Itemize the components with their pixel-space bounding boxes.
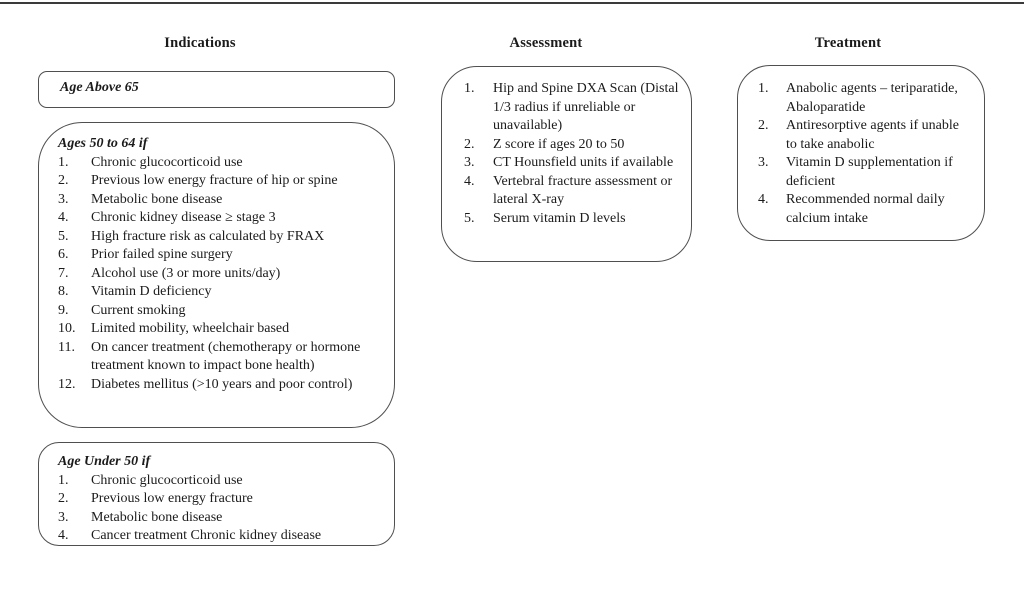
list-item: Chronic glucocorticoid use: [58, 154, 243, 172]
list-item: Cancer treatment Chronic kidney disease: [58, 527, 322, 545]
list-item: Antiresorptive agents if unable to take …: [758, 117, 960, 152]
box-treatment: Anabolic agents – teriparatide, Abalopar…: [737, 65, 985, 241]
list-item: Serum vitamin D levels: [464, 210, 626, 228]
list-item: Previous low energy fracture of hip or s…: [58, 172, 338, 190]
list-item: Vitamin D deficiency: [58, 283, 212, 301]
box-age-under-50: Age Under 50 if Chronic glucocorticoid u…: [38, 442, 395, 546]
box-title-age-under-50: Age Under 50 if: [58, 454, 151, 469]
list-item: Diabetes mellitus (>10 years and poor co…: [58, 376, 353, 394]
list-item: Chronic glucocorticoid use: [58, 472, 243, 490]
assessment-steps-list: Hip and Spine DXA Scan (Distal 1/3 radiu…: [464, 80, 685, 228]
box-ages-50-to-64: Ages 50 to 64 if Chronic glucocorticoid …: [38, 122, 395, 428]
top-border-rule: [0, 2, 1024, 5]
list-item: Z score if ages 20 to 50: [464, 136, 625, 154]
list-item: On cancer treatment (chemotherapy or hor…: [58, 339, 361, 374]
list-item: Anabolic agents – teriparatide, Abalopar…: [758, 80, 958, 115]
list-item: Current smoking: [58, 302, 186, 320]
box-title-age-above-65: Age Above 65: [60, 80, 139, 95]
column-header-assessment: Assessment: [509, 35, 583, 51]
box-assessment: Hip and Spine DXA Scan (Distal 1/3 radiu…: [441, 66, 692, 262]
list-item: Hip and Spine DXA Scan (Distal 1/3 radiu…: [464, 80, 679, 133]
column-header-treatment: Treatment: [814, 35, 882, 51]
list-item: Chronic kidney disease ≥ stage 3: [58, 209, 276, 227]
list-item: Previous low energy fracture: [58, 490, 253, 508]
list-item: Prior failed spine surgery: [58, 246, 233, 264]
list-item: Metabolic bone disease: [58, 191, 223, 209]
list-item: Limited mobility, wheelchair based: [58, 320, 290, 338]
list-item: High fracture risk as calculated by FRAX: [58, 228, 325, 246]
treatment-steps-list: Anabolic agents – teriparatide, Abalopar…: [758, 80, 972, 228]
list-item: Alcohol use (3 or more units/day): [58, 265, 281, 283]
list-item: CT Hounsfield units if available: [464, 154, 674, 172]
list-item: Vertebral fracture assessment or lateral…: [464, 173, 673, 208]
list-item: Vitamin D supplementation if deficient: [758, 154, 953, 189]
box-age-above-65: Age Above 65: [38, 71, 395, 108]
column-header-indications: Indications: [164, 35, 236, 51]
box-title-ages-50-to-64: Ages 50 to 64 if: [58, 136, 148, 151]
list-item: Metabolic bone disease: [58, 509, 223, 527]
list-item: Recommended normal daily calcium intake: [758, 191, 945, 226]
